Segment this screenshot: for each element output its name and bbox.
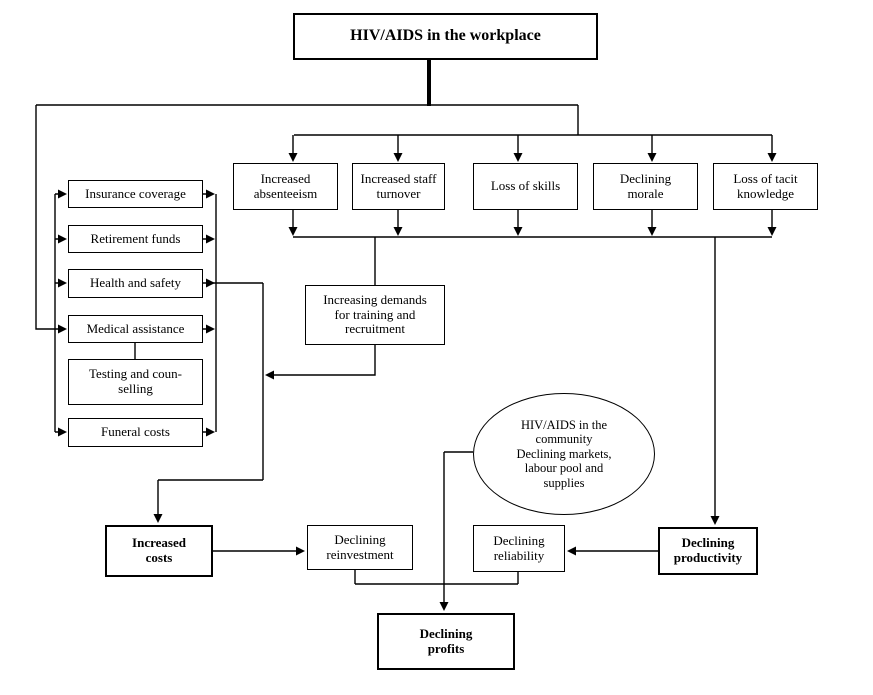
node-label: Increased staff turnover	[360, 170, 437, 201]
arrowheads	[58, 153, 777, 611]
node-declining-productivity: Declining productivity	[658, 527, 758, 575]
title-label: HIV/AIDS in the workplace	[350, 27, 541, 45]
title-box: HIV/AIDS in the workplace	[293, 13, 598, 60]
node-label: Increasing demands for training and recr…	[323, 291, 427, 337]
node-label: Declining reliability	[493, 532, 545, 563]
node-label: Declining morale	[619, 170, 672, 201]
node-increased-staff-turnover: Increased staff turnover	[352, 163, 445, 210]
node-label: Declining profits	[419, 625, 473, 656]
node-increased-costs: Increased costs	[105, 525, 213, 577]
node-label: Funeral costs	[101, 424, 170, 440]
node-insurance-coverage: Insurance coverage	[68, 180, 203, 208]
node-hivaids-in-community-ellipse: HIV/AIDS in the community Declining mark…	[473, 393, 655, 515]
node-label: Declining reinvestment	[326, 531, 394, 562]
node-declining-reinvestment: Declining reinvestment	[307, 525, 413, 570]
node-label: Retirement funds	[90, 230, 181, 246]
node-label: Increased costs	[132, 535, 186, 565]
node-training-recruitment-demand: Increasing demands for training and recr…	[305, 285, 445, 345]
node-declining-morale: Declining morale	[593, 163, 698, 210]
node-loss-of-tacit-knowledge: Loss of tacit knowledge	[713, 163, 818, 210]
node-label: Declining productivity	[673, 535, 743, 565]
node-medical-assistance: Medical assistance	[68, 315, 203, 343]
node-health-and-safety: Health and safety	[68, 269, 203, 298]
node-label: Medical assistance	[86, 320, 185, 336]
node-label: Health and safety	[90, 275, 181, 291]
node-label: Testing and coun- selling	[89, 366, 182, 396]
node-declining-reliability: Declining reliability	[473, 525, 565, 572]
node-funeral-costs: Funeral costs	[68, 418, 203, 447]
node-testing-and-counselling: Testing and coun- selling	[68, 359, 203, 405]
node-label: Loss of skills	[490, 178, 561, 194]
node-loss-of-skills: Loss of skills	[473, 163, 578, 210]
node-label: Increased absenteeism	[253, 170, 318, 201]
node-declining-profits: Declining profits	[377, 613, 515, 670]
wire-paths	[35, 104, 773, 603]
node-label: Insurance coverage	[85, 185, 186, 201]
node-increased-absenteeism: Increased absenteeism	[233, 163, 338, 210]
node-retirement-funds: Retirement funds	[68, 225, 203, 253]
node-label: HIV/AIDS in the community Declining mark…	[516, 418, 612, 490]
node-label: Loss of tacit knowledge	[733, 170, 798, 201]
